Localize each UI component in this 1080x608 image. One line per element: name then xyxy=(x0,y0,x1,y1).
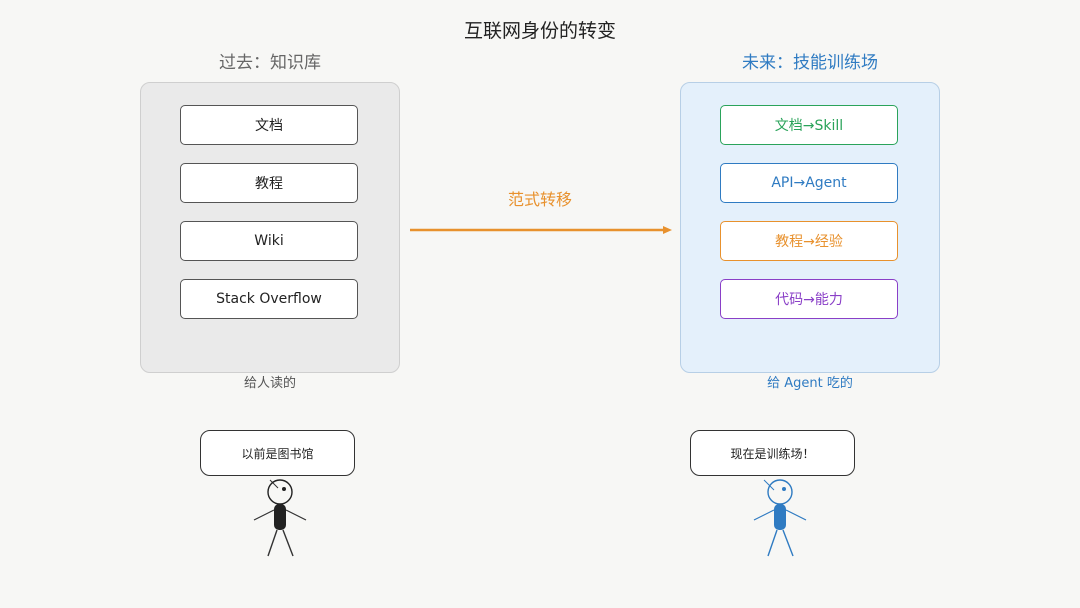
right-caption: 给 Agent 吃的 xyxy=(767,376,853,391)
past-item-stackoverflow: Stack Overflow xyxy=(180,279,358,319)
paradigm-shift-label: 范式转移 xyxy=(507,190,572,209)
future-item-tutorial-experience: 教程→经验 xyxy=(720,221,898,261)
right-speech-bubble: 现在是训练场！ xyxy=(690,430,855,476)
past-item-tutorials: 教程 xyxy=(180,163,358,203)
future-item-code-ability: 代码→能力 xyxy=(720,279,898,319)
right-speech-text: 现在是训练场！ xyxy=(730,446,815,461)
past-item-docs: 文档 xyxy=(180,105,358,145)
page-title: 互联网身份的转变 xyxy=(463,20,616,42)
right-column-title: 未来：技能训练场 xyxy=(742,53,878,73)
left-column-title: 过去：知识库 xyxy=(219,53,321,73)
future-item-docs-skill: 文档→Skill xyxy=(720,105,898,145)
left-speech-text: 以前是图书馆 xyxy=(241,446,314,461)
left-speech-bubble: 以前是图书馆 xyxy=(200,430,355,476)
paradigm-shift-arrow xyxy=(410,226,672,234)
past-item-wiki: Wiki xyxy=(180,221,358,261)
future-item-api-agent: API→Agent xyxy=(720,163,898,203)
past-knowledge-panel: 文档 教程 Wiki Stack Overflow xyxy=(140,82,400,373)
left-stick-figure xyxy=(253,479,307,557)
left-caption: 给人读的 xyxy=(243,376,296,391)
future-skill-panel: 文档→Skill API→Agent 教程→经验 代码→能力 xyxy=(680,82,940,373)
right-stick-figure xyxy=(753,479,807,557)
